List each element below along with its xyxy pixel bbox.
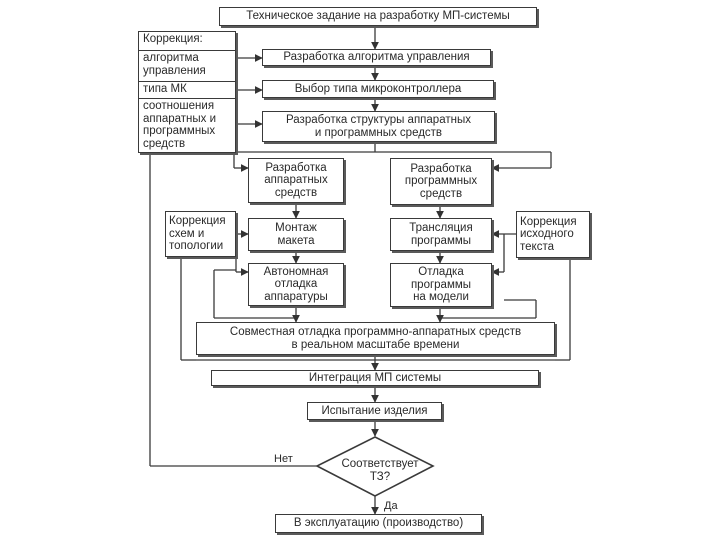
box-sw-debug: Отладка программы на модели — [390, 263, 492, 307]
box-integration: Интеграция МП системы — [211, 370, 539, 386]
box-hw-dev: Разработка аппаратных средств — [248, 158, 344, 203]
edge-label-yes: Да — [384, 500, 398, 512]
box-right-correction: Коррекция исходного текста — [516, 211, 590, 258]
box-translate: Трансляция программы — [390, 218, 492, 251]
correction-algorithm: алгоритма управления — [139, 50, 235, 81]
correction-mk-type: типа МК — [139, 81, 235, 98]
correction-stack: Коррекция: алгоритма управления типа МК … — [138, 31, 236, 153]
box-final: В эксплуатацию (производство) — [275, 514, 482, 533]
box-mount: Монтаж макета — [248, 218, 344, 251]
edge-label-no: Нет — [274, 453, 293, 465]
box-sw-dev: Разработка программных средств — [390, 158, 492, 205]
correction-ratio: соотношения аппаратных и программных сре… — [139, 98, 235, 152]
correction-title: Коррекция: — [143, 33, 203, 45]
box-mcu-select: Выбор типа микроконтроллера — [262, 80, 494, 98]
box-joint-debug: Совместная отладка программно-аппаратных… — [196, 322, 555, 355]
box-algorithm-dev: Разработка алгоритма управления — [262, 49, 491, 66]
box-product-test: Испытание изделия — [307, 402, 442, 420]
decision-diamond — [315, 436, 435, 497]
box-structure-dev: Разработка структуры аппаратных и програ… — [262, 111, 495, 142]
box-technical-task: Техническое задание на разработку МП-сис… — [219, 7, 537, 26]
box-left-correction: Коррекция схем и топологии — [165, 211, 236, 257]
decision-text: Соответствует ТЗ? — [341, 458, 419, 483]
box-hw-debug: Автономная отладка аппаратуры — [248, 263, 344, 306]
